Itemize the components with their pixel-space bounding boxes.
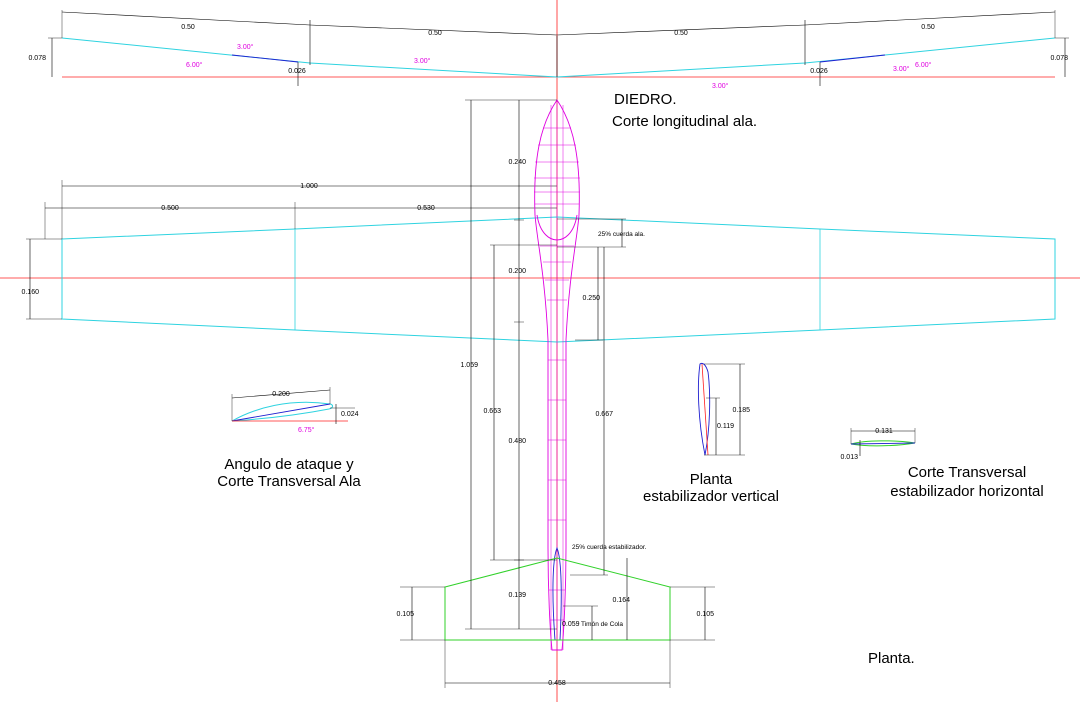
diedro-subtitle: Corte longitudinal ala.	[612, 113, 757, 130]
dihedral-height-right: 0.078	[1050, 55, 1068, 62]
planta-caption: Planta.	[868, 650, 915, 667]
wing-outline	[61, 216, 1056, 343]
angle-3-right: 3.00°	[893, 65, 910, 73]
dihedral-height-left: 0.078	[28, 55, 46, 62]
hstab-thickness: 0.013	[840, 454, 858, 461]
vstab-caption-line1: Planta	[690, 471, 733, 488]
dihedral-mid-right: 0.026	[810, 68, 828, 75]
dim-total-length: 1.059	[460, 362, 478, 369]
dihedral-span-left-inner: 0.50	[428, 30, 442, 37]
fuselage	[534, 99, 580, 651]
diedro-title: DIEDRO.	[614, 91, 677, 108]
vertical-stabilizer-detail: 0.185 0.119	[697, 362, 750, 456]
dihedral-view: 0.50 0.50 0.50 0.50 0.078 0.078 0.026 0.…	[28, 10, 1069, 90]
dim-line-span-ro	[804, 11, 1056, 26]
dihedral-span-left-outer: 0.50	[181, 24, 195, 31]
hstab-airfoil-detail: 0.131 0.013	[840, 428, 916, 461]
wing-airfoil-detail: 0.200 0.024 6.75°	[231, 387, 359, 434]
dim-line-span-ri	[556, 24, 806, 36]
dim-line-span-lo	[61, 11, 311, 26]
angle-6-left: 6.00°	[186, 61, 203, 69]
horizontal-stabilizer: 0.105 0.105 0.164 0.458	[396, 557, 715, 688]
angle-3-left: 3.00°	[237, 43, 254, 51]
stabilizer-outline	[444, 557, 671, 641]
note-rudder: Timón de Cola	[581, 621, 623, 628]
dim-nose-length: 0.240	[508, 159, 526, 166]
dim-stab-chord-left: 0.105	[396, 611, 414, 618]
hstab-caption-line1: Corte Transversal	[908, 464, 1026, 481]
dim-rudder: 0.059	[562, 621, 580, 628]
dim-line-span-li	[309, 24, 558, 36]
vstab-outline	[697, 362, 711, 456]
note-wing-quarter-chord: 25% cuerda ala.	[598, 231, 645, 238]
wing-plan: 1.000 0.500 0.530 0.160	[21, 180, 1056, 343]
note-stab-quarter-chord: 25% cuerda estabilizador.	[572, 544, 647, 551]
vstab-caption-line2: estabilizador vertical	[643, 488, 779, 505]
hstab-caption-line2: estabilizador horizontal	[890, 483, 1043, 500]
wing-airfoil-shape	[231, 401, 333, 422]
dihedral-span-right-inner: 0.50	[674, 30, 688, 37]
dim-span-inner: 0.500	[161, 205, 179, 212]
dim-len-667: 0.667	[595, 411, 613, 418]
dim-stab-height: 0.164	[612, 597, 630, 604]
angle-3-bottom: 3.00°	[712, 82, 729, 90]
longitudinal-dimensions: 1.059 0.663 0.240 0.200 0.480 0.139 0.25…	[460, 99, 647, 640]
dim-gap: 0.200	[508, 268, 526, 275]
angle-6-right: 6.00°	[915, 61, 932, 69]
dim-len-663: 0.663	[483, 408, 501, 415]
vstab-height: 0.185	[732, 407, 750, 414]
angle-3-center: 3.00°	[414, 57, 431, 65]
dim-span-root: 0.530	[417, 205, 435, 212]
airfoil-angle: 6.75°	[298, 426, 315, 434]
dim-tail-length: 0.139	[508, 592, 526, 599]
dim-root-chord: 0.160	[21, 289, 39, 296]
dim-span-half: 1.000	[300, 183, 318, 190]
dim-wing-to-tail: 0.480	[508, 438, 526, 445]
dim-stab-span: 0.458	[548, 680, 566, 687]
dihedral-span-right-outer: 0.50	[921, 24, 935, 31]
aoa-caption-line2: Corte Transversal Ala	[217, 473, 361, 490]
vstab-chord: 0.119	[717, 423, 734, 430]
airfoil-thickness: 0.024	[341, 411, 359, 418]
dihedral-mid-left: 0.026	[288, 68, 306, 75]
airfoil-chord: 0.200	[272, 391, 290, 398]
hstab-chord: 0.131	[875, 428, 893, 435]
dim-stab-chord-right: 0.105	[696, 611, 714, 618]
dim-quarter-chord: 0.250	[582, 295, 600, 302]
aoa-caption-line1: Angulo de ataque y	[224, 456, 354, 473]
